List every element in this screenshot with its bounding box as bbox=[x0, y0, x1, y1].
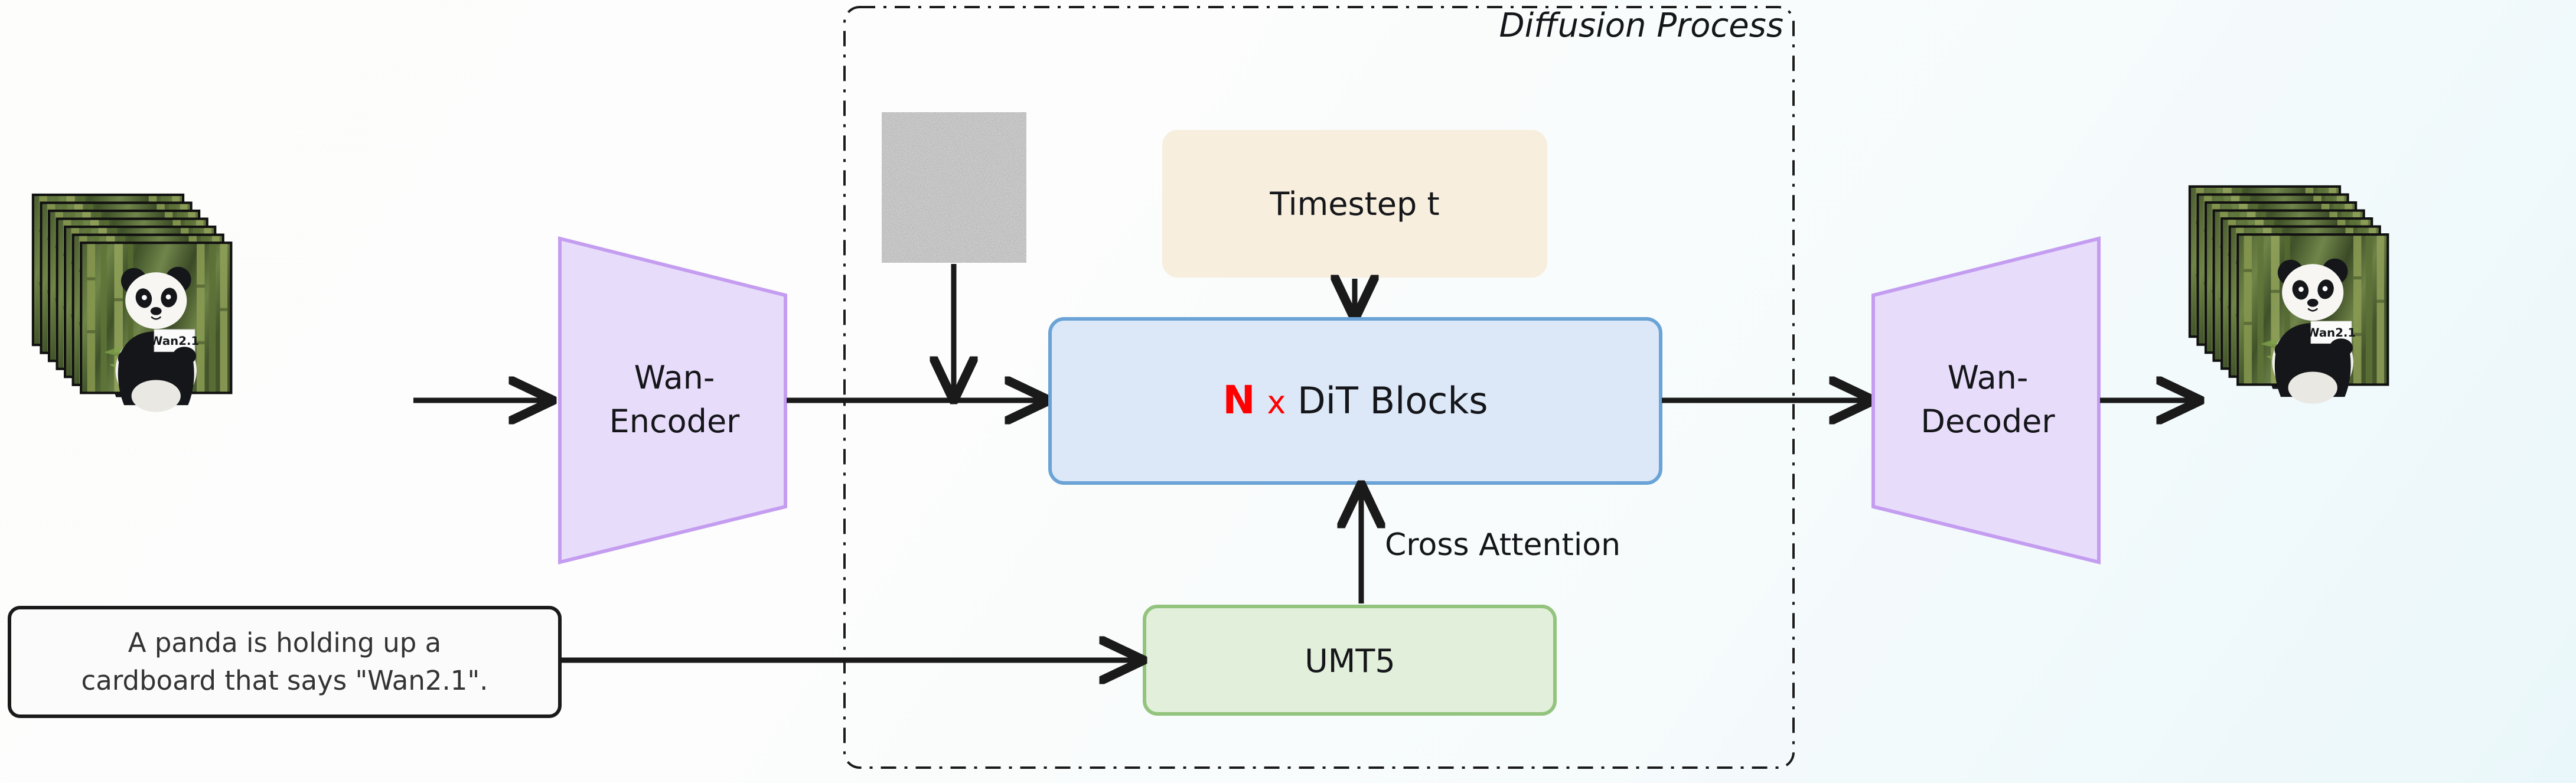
wan-decoder-node[interactable]: Wan- Decoder bbox=[1871, 236, 2101, 565]
diffusion-process-region: Diffusion Process bbox=[843, 6, 1795, 769]
wan-decoder-label-line1: Wan- bbox=[1948, 359, 2029, 396]
prompt-box bbox=[8, 606, 562, 718]
cross-attention-label: Cross Attention bbox=[1385, 527, 1620, 563]
output-video-frames bbox=[2188, 185, 2389, 404]
prompt-node[interactable]: A panda is holding up a cardboard that s… bbox=[8, 606, 562, 718]
wan-decoder-label-line2: Decoder bbox=[1920, 403, 2055, 440]
diffusion-process-border bbox=[843, 6, 1795, 769]
timestep-label: Timestep t bbox=[1269, 185, 1439, 223]
diffusion-process-title: Diffusion Process bbox=[1499, 6, 1783, 45]
input-video-frames bbox=[31, 193, 233, 413]
dit-blocks-node[interactable]: N x DiT Blocks bbox=[1048, 317, 1662, 485]
prompt-line-2: cardboard that says "Wan2.1". bbox=[81, 665, 488, 696]
wan-encoder-label-line1: Wan- bbox=[634, 359, 715, 396]
dit-blocks-label: DiT Blocks bbox=[1297, 379, 1488, 422]
prompt-line-1: A panda is holding up a bbox=[128, 627, 441, 658]
dit-blocks-prefix: N bbox=[1222, 377, 1255, 423]
timestep-node[interactable]: Timestep t bbox=[1162, 130, 1547, 278]
wan-encoder-label-line2: Encoder bbox=[609, 403, 741, 440]
wan-decoder-shape bbox=[1871, 236, 2101, 565]
umt5-node[interactable]: UMT5 bbox=[1143, 605, 1557, 716]
wan-encoder-node[interactable]: Wan- Encoder bbox=[558, 236, 787, 565]
svg-text:N x DiT Blocks: N x DiT Blocks bbox=[1222, 377, 1488, 423]
timestep-box bbox=[1162, 130, 1547, 278]
umt5-label: UMT5 bbox=[1305, 642, 1395, 680]
gaussian-noise-latent bbox=[882, 112, 1026, 263]
dit-blocks-multiplier: x bbox=[1267, 384, 1286, 421]
wan-encoder-shape bbox=[558, 236, 787, 565]
